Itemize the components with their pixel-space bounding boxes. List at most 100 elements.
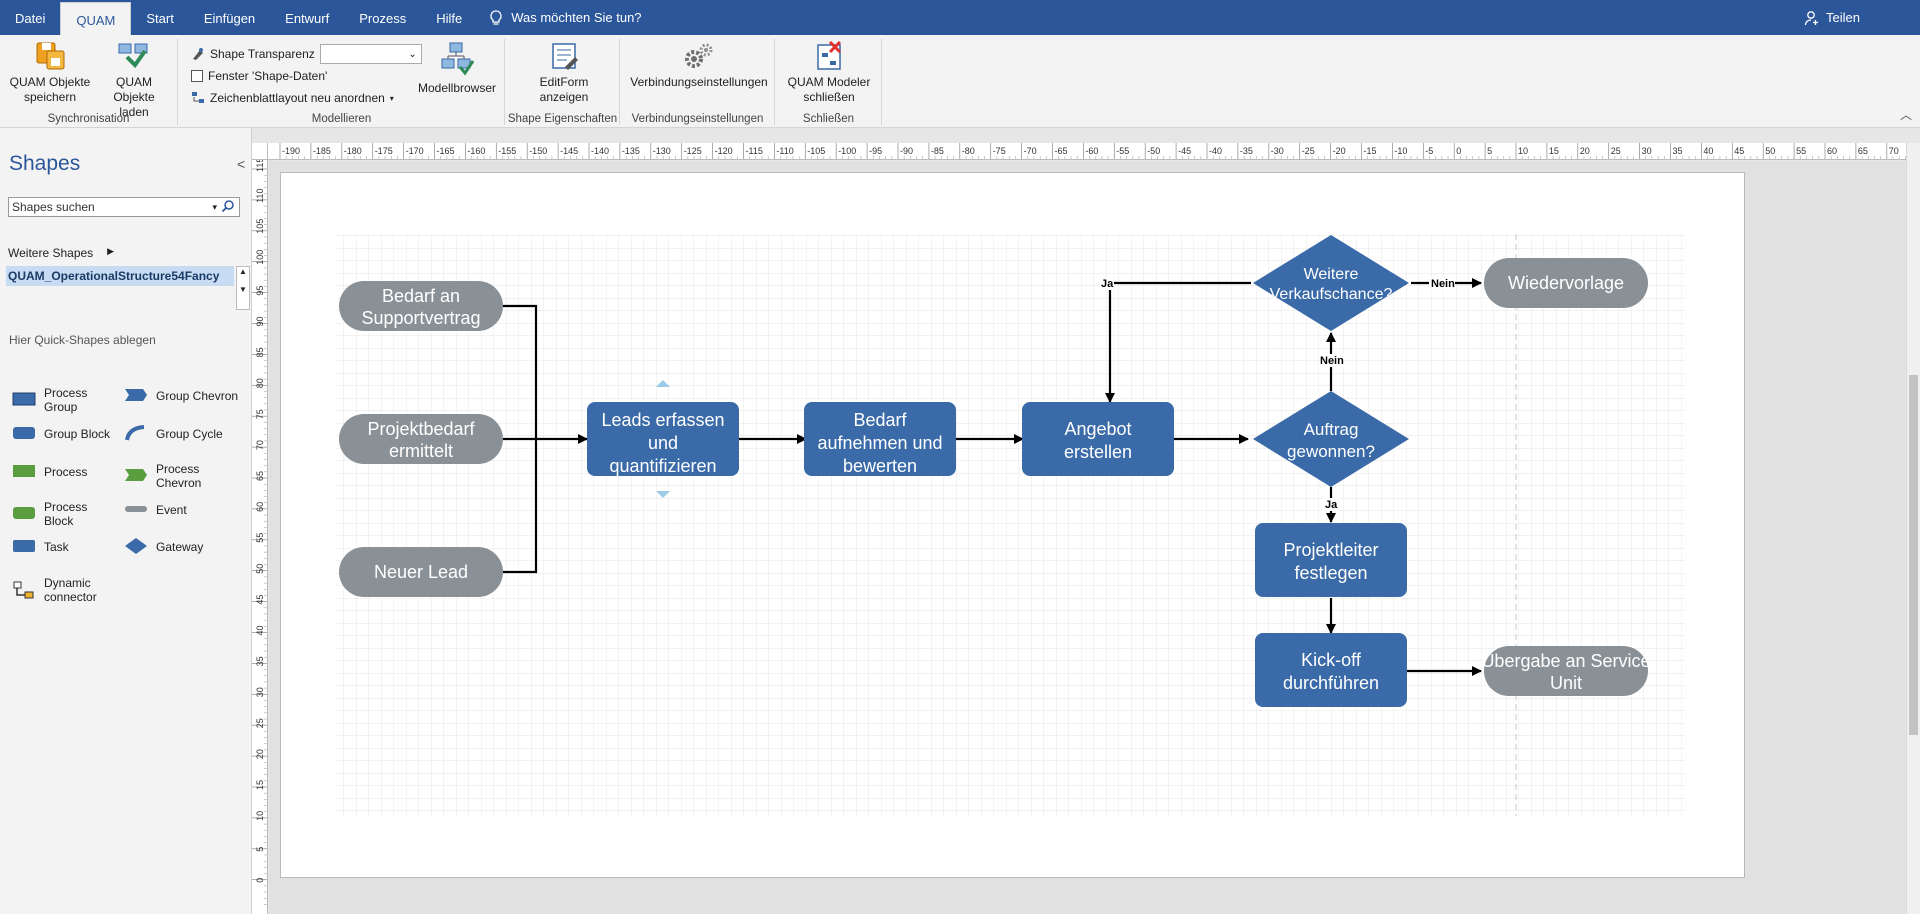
shape-item-group-block[interactable]: Group Block <box>12 424 120 444</box>
grid <box>336 234 1685 816</box>
shape-item-label: Event <box>156 503 187 517</box>
shape-item-process-group[interactable]: Process Group <box>12 386 120 414</box>
model-browser-label: Modellbrowser <box>417 81 497 95</box>
tell-me-box[interactable]: Was möchten Sie tun? <box>489 9 642 26</box>
ruler-label: -90 <box>900 146 913 156</box>
ruler-label: -60 <box>1085 146 1098 156</box>
collapse-ribbon-icon[interactable]: ︿ <box>1899 108 1912 122</box>
ruler-label: 80 <box>255 378 265 388</box>
ruler-label: 40 <box>255 625 265 635</box>
more-shapes-button[interactable]: Weitere Shapes ▶ <box>8 246 114 260</box>
search-icon[interactable] <box>221 199 235 213</box>
editform-button[interactable]: EditForm anzeigen <box>520 41 608 105</box>
tab-start[interactable]: Start <box>146 11 174 26</box>
shape-item-label: Dynamic connector <box>44 576 97 604</box>
share-button[interactable]: Teilen <box>1804 0 1860 35</box>
vertical-scrollbar[interactable] <box>1906 143 1920 914</box>
share-label: Teilen <box>1826 10 1860 25</box>
shape-data-window-row[interactable]: Fenster 'Shape-Daten' <box>191 69 327 83</box>
ruler-label: -185 <box>313 146 331 156</box>
ruler-label: -85 <box>931 146 944 156</box>
group-chevron-icon <box>125 389 147 401</box>
shape-item-label: Group Chevron <box>156 389 239 403</box>
shape-item-process[interactable]: Process <box>12 462 120 482</box>
shape-item-group-cycle[interactable]: Group Cycle <box>124 424 242 444</box>
model-browser-button[interactable]: Modellbrowser <box>413 41 501 96</box>
ruler-label: -190 <box>282 146 300 156</box>
connector-label-ja: Ja <box>1325 499 1338 511</box>
svg-text:Wiedervorlage: Wiedervorlage <box>1508 273 1624 293</box>
selection-handle-top[interactable] <box>656 380 670 387</box>
ruler-label: -110 <box>776 146 793 156</box>
shape-item-label: Task <box>44 540 69 554</box>
event-wiedervorlage[interactable]: Wiedervorlage <box>1484 258 1648 308</box>
selection-handle-bottom[interactable] <box>656 491 670 498</box>
search-dropdown-icon[interactable]: ▾ <box>212 202 217 212</box>
editform-icon <box>552 43 578 70</box>
ruler-horizontal: -190-185-180-175-170-165-160-155-150-145… <box>268 143 1906 160</box>
ruler-label: -130 <box>653 146 671 156</box>
tab-quam[interactable]: QUAM <box>60 2 132 35</box>
shape-item-task[interactable]: Task <box>12 537 120 557</box>
tell-me-text: Was möchten Sie tun? <box>511 10 642 25</box>
chevron-right-icon: ▶ <box>107 246 115 256</box>
event-neuer-lead[interactable]: Neuer Lead <box>339 547 503 597</box>
tab-prozess[interactable]: Prozess <box>359 11 407 26</box>
shape-item-process-block[interactable]: Process Block <box>12 500 120 528</box>
stencil-scrollbar[interactable]: ▲▼ <box>236 266 250 310</box>
transparency-combo[interactable]: ⌄ <box>319 44 422 64</box>
shapes-search-input[interactable]: Shapes suchen ▾ <box>8 197 240 217</box>
load-objects-label: QUAM Objekte laden <box>113 75 155 119</box>
relayout-button[interactable]: Zeichenblattlayout neu anordnen ▾ <box>191 91 394 105</box>
quick-shapes-note: Hier Quick-Shapes ablegen <box>9 333 156 347</box>
load-objects-button[interactable]: QUAM Objekte laden <box>104 41 164 120</box>
tab-entwurf[interactable]: Entwurf <box>285 11 330 26</box>
relayout-icon <box>192 92 204 103</box>
tab-einfügen[interactable]: Einfügen <box>203 11 256 26</box>
ruler-label: -160 <box>467 146 485 156</box>
person-icon <box>1804 10 1819 25</box>
gateway-icon <box>125 538 147 554</box>
shape-item-label: Group Cycle <box>156 427 223 441</box>
shape-data-checkbox[interactable] <box>191 70 203 82</box>
close-modeler-button[interactable]: QUAM Modeler schließen <box>784 41 874 105</box>
shape-item-event[interactable]: Event <box>124 500 242 520</box>
collapse-pane-icon[interactable]: < <box>237 156 246 172</box>
save-objects-button[interactable]: QUAM Objekte speichern <box>6 41 94 105</box>
ruler-label: 55 <box>1796 146 1806 156</box>
tab-hilfe[interactable]: Hilfe <box>436 11 463 26</box>
ruler-label: -120 <box>715 146 733 156</box>
ruler-label: 10 <box>255 811 265 821</box>
ruler-label: 20 <box>1580 146 1590 156</box>
shape-item-dynamic-connector[interactable]: Dynamic connector <box>12 576 120 604</box>
tab-datei[interactable]: Datei <box>15 11 46 26</box>
shape-item-label: Process Chevron <box>156 462 202 490</box>
shape-item-gateway[interactable]: Gateway <box>124 537 242 557</box>
scrollbar-thumb[interactable] <box>1909 375 1918 735</box>
stencil-item[interactable]: QUAM_OperationalStructure54Fancy <box>6 266 234 286</box>
connection-settings-button[interactable]: Verbindungseinstellungen <box>629 41 769 90</box>
shape-item-group-chevron[interactable]: Group Chevron <box>124 386 242 406</box>
ruler-label: 25 <box>1611 146 1621 156</box>
ruler-label: 0 <box>255 878 265 883</box>
shape-item-process-chevron[interactable]: Process Chevron <box>124 462 242 490</box>
group-schliessen: QUAM Modeler schließen Schließen <box>776 39 882 125</box>
